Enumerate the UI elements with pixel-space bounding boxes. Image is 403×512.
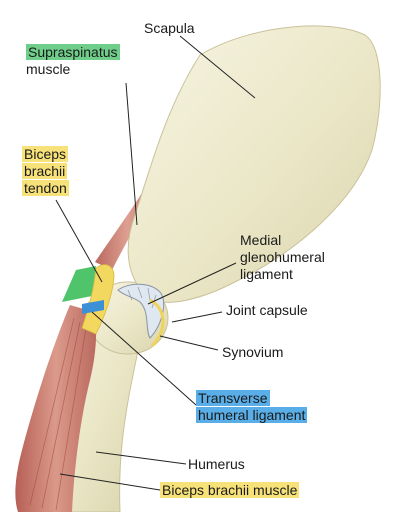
glenohumeral-ligament bbox=[117, 283, 165, 339]
label-medial-line1: Medial bbox=[240, 232, 282, 248]
label-biceps-tendon-line1: Biceps bbox=[22, 146, 69, 162]
synovium-leader bbox=[159, 335, 219, 351]
label-transverse-line1: Transverse bbox=[196, 390, 270, 406]
supraspinatus-tendon-patch bbox=[62, 266, 96, 302]
transverse-ligament-leader bbox=[91, 311, 197, 406]
label-medial-line3: ligament bbox=[240, 266, 293, 282]
scapula-leader bbox=[179, 35, 256, 99]
humerus-leader bbox=[95, 451, 187, 465]
label-medial-line2: glenohumeral bbox=[240, 249, 325, 265]
label-supraspinatus-line2: muscle bbox=[26, 61, 71, 77]
biceps-brachii-muscle bbox=[15, 305, 97, 512]
label-synovium: Synovium bbox=[222, 344, 284, 360]
joint-capsule-leader bbox=[171, 311, 223, 323]
medial-ligament-leader bbox=[147, 262, 237, 305]
biceps-tendon bbox=[81, 264, 115, 335]
label-supraspinatus: Supraspinatus muscle bbox=[26, 44, 120, 78]
label-biceps-tendon: Biceps brachii tendon bbox=[22, 146, 69, 197]
label-medial-glenohumeral-ligament: Medial glenohumeral ligament bbox=[240, 232, 325, 283]
label-transverse-humeral-ligament: Transverse humeral ligament bbox=[196, 390, 308, 424]
label-transverse-line2: humeral ligament bbox=[196, 407, 308, 423]
biceps-muscle-leader bbox=[59, 473, 161, 491]
synovium bbox=[149, 298, 165, 348]
label-biceps-brachii-muscle: Biceps brachii muscle bbox=[160, 482, 300, 499]
scapula-bone bbox=[127, 25, 381, 303]
label-biceps-tendon-line2: brachii bbox=[22, 163, 68, 179]
supraspinatus-leader bbox=[125, 82, 138, 226]
label-supraspinatus-line1: Supraspinatus bbox=[26, 44, 120, 60]
biceps-tendon-leader bbox=[55, 199, 103, 283]
label-joint-capsule: Joint capsule bbox=[226, 302, 308, 318]
label-biceps-tendon-line3: tendon bbox=[22, 180, 69, 196]
leader-lines bbox=[55, 35, 256, 491]
label-scapula: Scapula bbox=[144, 20, 195, 36]
label-humerus: Humerus bbox=[188, 456, 245, 472]
transverse-humeral-ligament bbox=[82, 300, 104, 314]
label-biceps-muscle-text: Biceps brachii muscle bbox=[160, 482, 300, 498]
